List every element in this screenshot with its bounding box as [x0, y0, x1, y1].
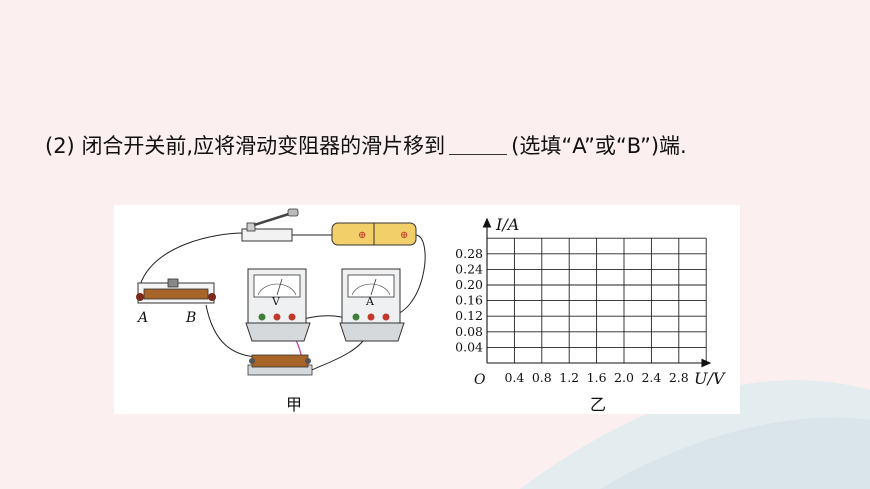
graph-grid	[486, 237, 707, 364]
y-tick-label: 0.28	[455, 246, 483, 261]
y-tick-label: 0.04	[455, 339, 483, 354]
x-tick-label: 0.8	[532, 370, 552, 385]
switch	[241, 208, 299, 242]
voltmeter	[245, 268, 311, 342]
x-tick-labels: 0.4 0.8 1.2 1.6 2.0 2.4 2.8	[504, 370, 688, 385]
y-tick-label: 0.24	[455, 261, 483, 276]
figure-panel: ⊕ ⊕ A B V	[114, 205, 740, 414]
answer-blank[interactable]	[449, 132, 508, 155]
y-tick-label: 0.12	[455, 308, 483, 323]
x-tick-label: 2.4	[641, 370, 661, 385]
question-options: (选填“A”或“B”)端.	[511, 134, 687, 158]
origin-label: O	[474, 372, 486, 388]
graph-axes	[482, 217, 712, 368]
rheostat	[136, 278, 216, 304]
x-tick-label: 1.2	[559, 370, 579, 385]
question-line: (2) 闭合开关前,应将滑动变阻器的滑片移到 (选填“A”或“B”)端.	[45, 128, 845, 164]
battery-sign-2: ⊕	[400, 230, 408, 241]
voltmeter-label: V	[271, 295, 281, 308]
rheostat-end-b-label: B	[185, 310, 196, 326]
question-text: 闭合开关前,应将滑动变阻器的滑片移到	[81, 134, 446, 158]
y-tick-labels: 0.040.080.120.160.200.240.28	[455, 246, 483, 355]
y-axis-label: I/A	[495, 215, 519, 234]
iu-graph: I/A U/V O 0.040.080.120.160.200.240.28 0…	[455, 215, 726, 388]
y-tick-label: 0.08	[455, 324, 483, 339]
rheostat-end-a-label: A	[136, 310, 148, 326]
x-tick-label: 2.0	[614, 370, 634, 385]
ammeter-label: A	[365, 295, 375, 308]
y-tick-label: 0.16	[455, 293, 483, 308]
x-tick-label: 0.4	[504, 370, 524, 385]
graph-caption: 乙	[590, 395, 607, 414]
fixed-resistor	[247, 354, 313, 376]
x-tick-label: 1.6	[587, 370, 607, 385]
circuit-diagram: ⊕ ⊕ A B V	[136, 208, 426, 376]
battery-pack: ⊕ ⊕	[331, 222, 417, 246]
x-axis-label: U/V	[694, 369, 726, 388]
ammeter	[339, 268, 405, 342]
circuit-caption: 甲	[286, 395, 303, 414]
x-tick-label: 2.8	[669, 370, 689, 385]
question-number: (2)	[45, 134, 75, 158]
battery-sign-1: ⊕	[358, 230, 366, 241]
y-tick-label: 0.20	[455, 277, 483, 292]
